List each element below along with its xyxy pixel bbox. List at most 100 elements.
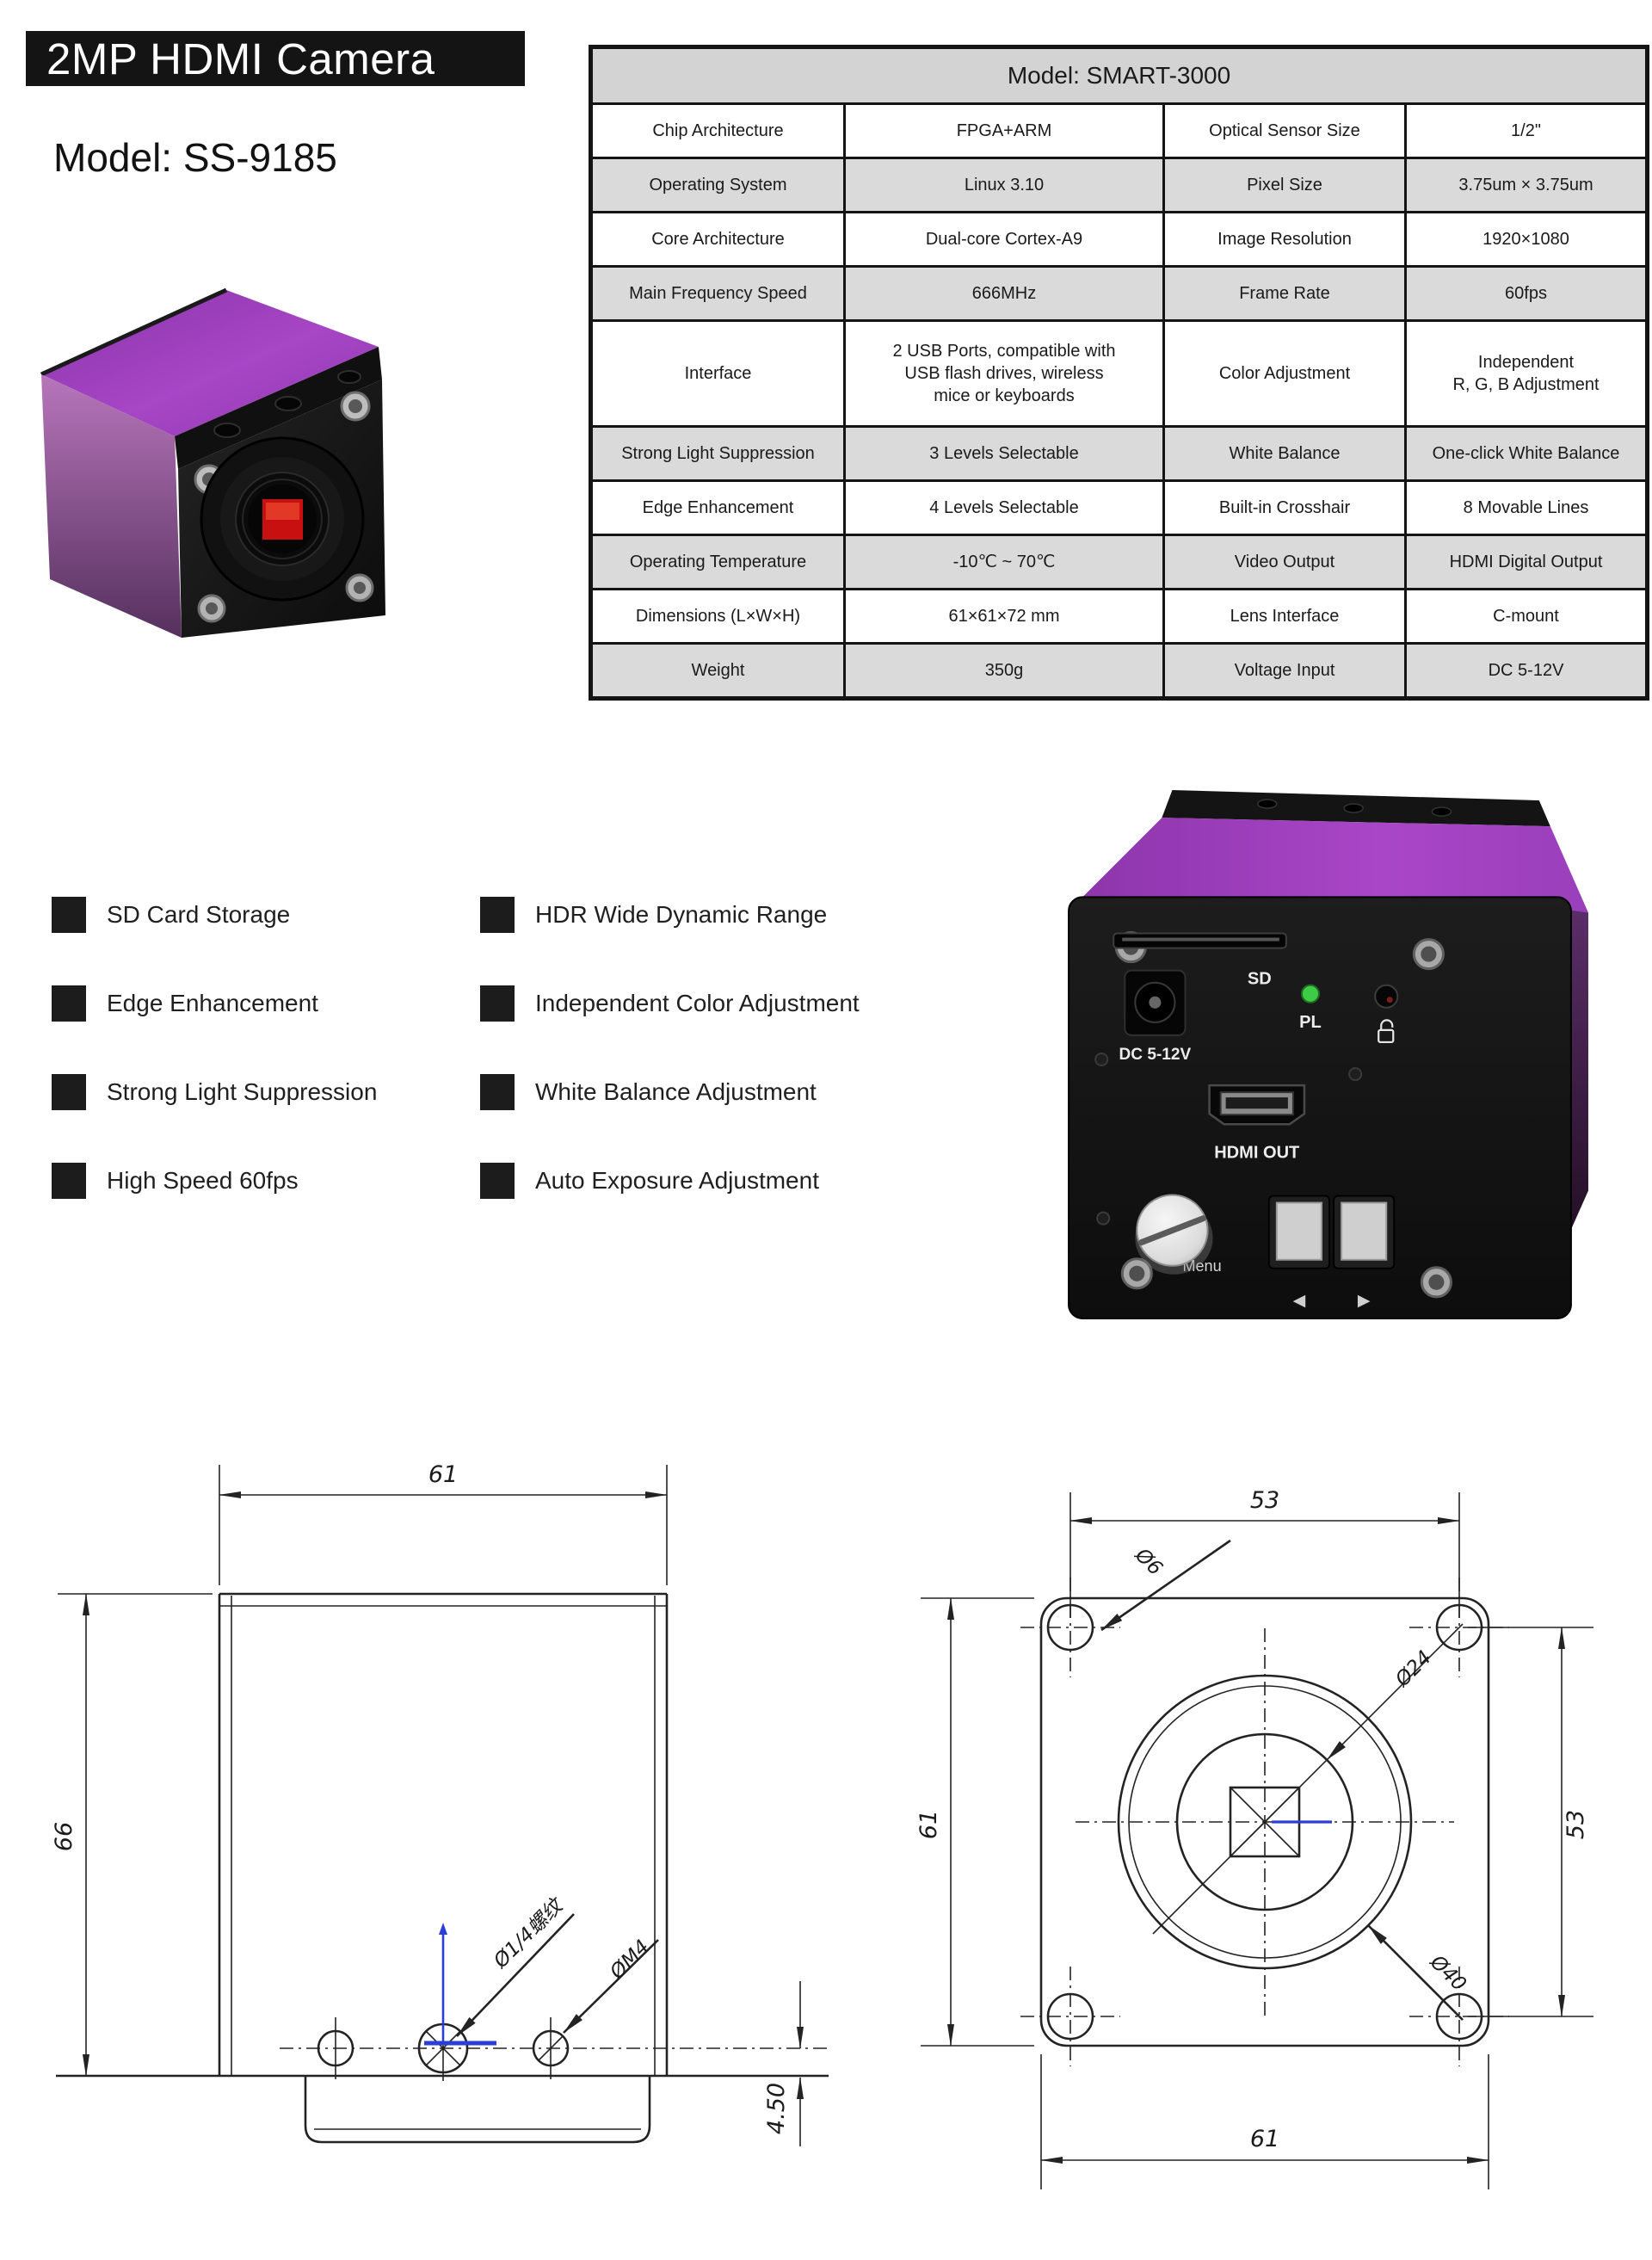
hex-screw-icon xyxy=(345,573,374,602)
camera-front-illustration xyxy=(40,287,385,638)
spec-cell: Built-in Crosshair xyxy=(1162,479,1407,536)
spec-cell: Edge Enhancement xyxy=(589,479,846,536)
spec-cell: White Balance xyxy=(1162,425,1407,482)
spec-cell: Frame Rate xyxy=(1162,265,1407,322)
right-button[interactable] xyxy=(1333,1195,1396,1269)
menu-label: Menu xyxy=(1182,1257,1221,1275)
spec-cell: 2 USB Ports, compatible with USB flash d… xyxy=(843,319,1165,428)
spec-cell: 61×61×72 mm xyxy=(843,588,1165,645)
bottom-dimension: 61 xyxy=(1040,2054,1489,2189)
left-arrow-icon: ◀ xyxy=(1293,1292,1306,1310)
outer-circle-leader: Ø40 xyxy=(1367,1924,1470,2021)
spec-cell: Core Architecture xyxy=(589,211,846,268)
page-title: 2MP HDMI Camera xyxy=(26,31,525,86)
spec-cell: One-click White Balance xyxy=(1403,425,1649,482)
thread-leader: Ø1/4螺纹 xyxy=(456,1893,575,2037)
hex-screw-icon xyxy=(1420,1266,1452,1299)
face-plate-outline xyxy=(1039,1596,1490,2047)
bullet-square-icon xyxy=(480,897,515,933)
spec-cell: FPGA+ARM xyxy=(843,102,1165,159)
spec-cell: Video Output xyxy=(1162,534,1407,590)
dim-label: 61 xyxy=(1250,2126,1279,2152)
bullet-square-icon xyxy=(52,897,86,933)
sd-card-slot[interactable] xyxy=(1113,932,1287,949)
feature-label: Independent Color Adjustment xyxy=(535,990,860,1016)
spec-cell: DC 5-12V xyxy=(1403,642,1649,700)
feature-label: SD Card Storage xyxy=(107,901,291,928)
spec-cell: -10℃ ~ 70℃ xyxy=(843,534,1165,590)
lock-port[interactable] xyxy=(1374,984,1399,1009)
dim-label: 53 xyxy=(1250,1487,1279,1514)
foot-dimension: 4.50 xyxy=(763,1981,804,2146)
spec-cell: Chip Architecture xyxy=(589,102,846,159)
hdmi-label: HDMI OUT xyxy=(1214,1143,1300,1162)
bullet-square-icon xyxy=(480,985,515,1022)
spec-cell: Weight xyxy=(589,642,846,700)
bullet-square-icon xyxy=(52,1074,86,1110)
spec-cell: Main Frequency Speed xyxy=(589,265,846,322)
rear-view-drawing: Ø6 Ø24 Ø40 53 61 53 61 xyxy=(915,1487,1593,2189)
small-screw-icon xyxy=(1094,1052,1109,1067)
feature-list-left: SD Card Storage Edge Enhancement Strong … xyxy=(52,897,499,1251)
front-camera-photo xyxy=(40,287,385,638)
spec-cell: Operating Temperature xyxy=(589,534,846,590)
camera-top-face xyxy=(41,290,379,436)
spec-cell: Image Resolution xyxy=(1162,211,1407,268)
feature-item: Strong Light Suppression xyxy=(52,1074,499,1110)
corner-hole-leader: Ø6 xyxy=(1100,1539,1231,1632)
spec-cell: HDMI Digital Output xyxy=(1403,534,1649,590)
spec-cell: Optical Sensor Size xyxy=(1162,102,1407,159)
top-dimension: 53 xyxy=(1069,1487,1460,1618)
spec-cell: 4 Levels Selectable xyxy=(843,479,1165,536)
spec-cell: 60fps xyxy=(1403,265,1649,322)
dim-label: 4.50 xyxy=(763,2083,790,2134)
dc-power-jack[interactable] xyxy=(1124,969,1187,1036)
model-number: Model: SS-9185 xyxy=(53,135,337,180)
right-arrow-icon: ▶ xyxy=(1358,1292,1371,1310)
power-led xyxy=(1300,984,1320,1003)
sd-label: SD xyxy=(1248,970,1272,989)
spec-cell: 3.75um × 3.75um xyxy=(1403,157,1649,213)
hex-screw-icon xyxy=(1120,1257,1153,1290)
unlock-icon xyxy=(1378,1019,1395,1044)
pl-label: PL xyxy=(1299,1013,1322,1032)
spec-cell: 8 Movable Lines xyxy=(1403,479,1649,536)
height-dimension: 66 xyxy=(51,1593,213,2077)
blue-annotation-line xyxy=(424,1923,496,2046)
hex-screw-icon xyxy=(340,391,371,422)
dim-label: 53 xyxy=(1563,1810,1589,1839)
feature-label: High Speed 60fps xyxy=(107,1167,299,1194)
left-button[interactable] xyxy=(1267,1195,1331,1269)
spec-cell: Voltage Input xyxy=(1162,642,1407,700)
spec-table-header: Model: SMART-3000 xyxy=(589,46,1649,105)
spec-cell: Color Adjustment xyxy=(1162,319,1407,428)
hex-screw-icon xyxy=(1412,938,1445,971)
feature-item: White Balance Adjustment xyxy=(480,1074,928,1110)
menu-knob[interactable] xyxy=(1135,1194,1213,1275)
feature-label: Auto Exposure Adjustment xyxy=(535,1167,819,1194)
spec-cell: 350g xyxy=(843,642,1165,700)
feature-item: High Speed 60fps xyxy=(52,1163,499,1199)
hdmi-port[interactable] xyxy=(1208,1084,1306,1126)
dc-label: DC 5-12V xyxy=(1119,1046,1192,1064)
spec-cell: C-mount xyxy=(1403,588,1649,645)
camera-left-face xyxy=(41,374,182,638)
m4-leader: ØM4 xyxy=(563,1936,659,2034)
inner-circle-leader: Ø24 xyxy=(1327,1646,1436,1760)
camera-body-outline xyxy=(56,1592,829,2078)
c-mount-lens-opening xyxy=(200,436,365,602)
m4-hole xyxy=(532,2017,570,2079)
spec-cell: Strong Light Suppression xyxy=(589,425,846,482)
feature-item: Independent Color Adjustment xyxy=(480,985,928,1022)
feature-label: Strong Light Suppression xyxy=(107,1078,378,1105)
feature-item: SD Card Storage xyxy=(52,897,499,933)
mounting-foot-outline xyxy=(304,2076,651,2144)
spec-cell: Independent R, G, B Adjustment xyxy=(1403,319,1649,428)
lens-boss-circles xyxy=(1076,1623,1464,2016)
small-screw-icon xyxy=(1096,1211,1111,1226)
feature-item: Edge Enhancement xyxy=(52,985,499,1022)
hex-screw-icon xyxy=(197,594,226,623)
rear-camera-photo: SD DC 5-12V PL HDMI OUT Menu xyxy=(1068,790,1588,1319)
